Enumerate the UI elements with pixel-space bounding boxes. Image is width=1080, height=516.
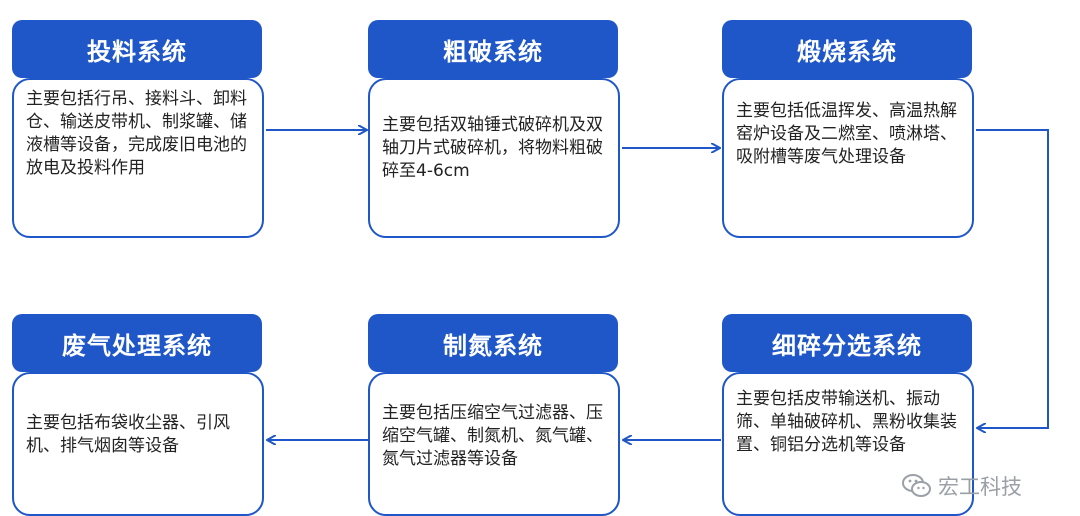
node-description: 主要包括压缩空气过滤器、压缩空气罐、制氮机、氮气罐、氮气过滤器等设备	[368, 372, 620, 516]
node-description: 主要包括皮带输送机、振动筛、单轴破碎机、黑粉收集装置、铜铝分选机等设备	[722, 372, 974, 516]
watermark-text: 宏工科技	[938, 475, 1022, 499]
node-description: 主要包括低温挥发、高温热解窑炉设备及二燃室、喷淋塔、吸附槽等废气处理设备	[722, 78, 974, 238]
node-title: 细碎分选系统	[722, 314, 972, 372]
node-title: 投料系统	[12, 20, 262, 78]
node-title: 制氮系统	[368, 314, 618, 372]
wechat-icon	[902, 473, 932, 499]
node-title: 废气处理系统	[12, 314, 262, 372]
node-description: 主要包括双轴锤式破碎机及双轴刀片式破碎机，将物料粗破碎至4-6cm	[368, 78, 620, 238]
node-title: 粗破系统	[368, 20, 618, 78]
watermark: 宏工科技	[902, 470, 1022, 502]
node-description: 主要包括行吊、接料斗、卸料仓、输送皮带机、制浆罐、储液槽等设备，完成废旧电池的放…	[12, 78, 264, 238]
node-description: 主要包括布袋收尘器、引风机、排气烟囱等设备	[12, 372, 264, 516]
arrow-3-to-4	[976, 129, 1049, 428]
node-title: 煅烧系统	[722, 20, 972, 78]
